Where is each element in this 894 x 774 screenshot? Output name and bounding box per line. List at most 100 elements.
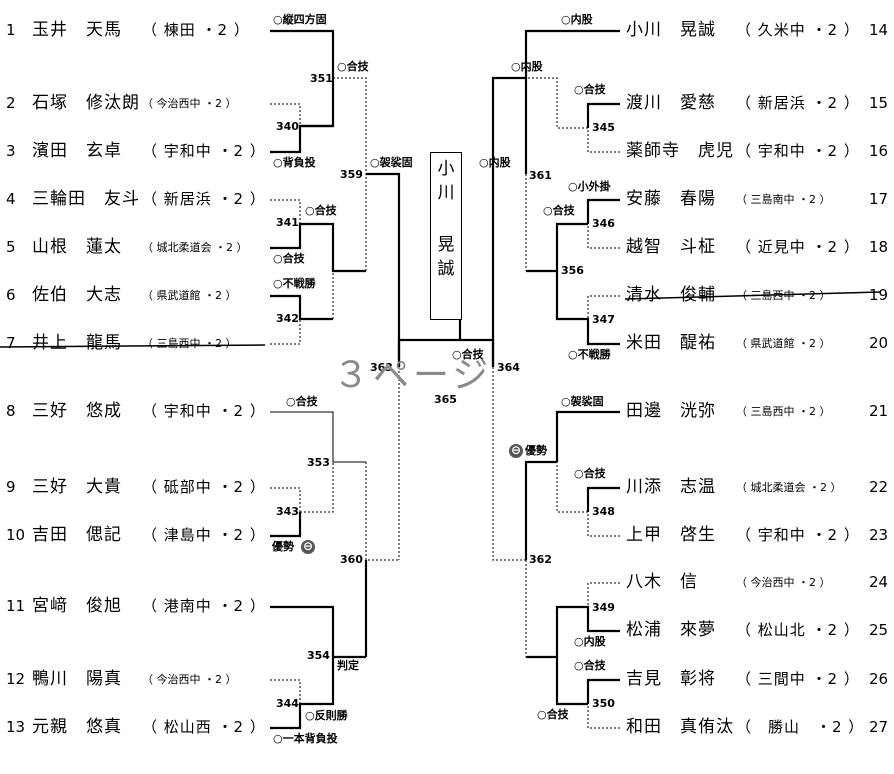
match-number: 340	[276, 120, 299, 133]
player-name: 安藤 春陽	[626, 189, 716, 209]
player-seed-number: 19	[869, 286, 889, 304]
player-school: （ 宇和中 ・2 ）	[142, 402, 266, 420]
match-number: 342	[276, 312, 299, 325]
player-name: 三輪田 友斗	[32, 189, 140, 209]
player-seed-number: 6	[6, 286, 16, 304]
player-school: （ 港南中 ・2 ）	[142, 597, 266, 615]
match-result: ○内股	[561, 13, 593, 26]
player-seed-number: 21	[869, 402, 889, 420]
match-number: 341	[276, 216, 299, 229]
player-seed-number: 2	[6, 94, 16, 112]
player-school: （ 松山西 ・2 ）	[142, 718, 266, 736]
player-name: 宮﨑 俊旭	[32, 596, 122, 616]
match-result: ○合技	[574, 467, 606, 480]
match-number: 345	[592, 121, 615, 134]
player-seed-number: 17	[869, 190, 889, 208]
player-seed-number: 7	[6, 334, 16, 352]
champion-name-char: 晃	[437, 235, 455, 255]
match-number: 343	[276, 505, 299, 518]
match-result: ○合技	[574, 659, 606, 672]
player-school: （ 今治西中 ・2 ）	[142, 97, 237, 110]
player-seed-number: 22	[869, 478, 889, 496]
player-seed-number: 23	[869, 526, 889, 544]
champion-box: 小 川 晃 誠	[430, 152, 462, 320]
player-school: （ 松山北 ・2 ）	[736, 621, 860, 639]
match-result: ○袈裟固	[370, 156, 413, 169]
player-seed-number: 13	[6, 718, 26, 736]
player-seed-number: 1	[6, 21, 16, 39]
player-seed-number: 9	[6, 478, 16, 496]
player-seed-number: 26	[869, 670, 889, 688]
player-name: 石塚 修汰朗	[32, 93, 140, 113]
player-seed-number: 25	[869, 621, 889, 639]
player-name: 小川 晃誠	[626, 20, 716, 40]
player-name: 清水 俊輔	[626, 285, 716, 305]
match-number: 350	[592, 697, 615, 710]
champion-name-char: 小	[437, 159, 455, 179]
match-number: 348	[592, 505, 615, 518]
player-school: （ 県武道館 ・2 ）	[142, 289, 237, 302]
player-school: （ 津島中 ・2 ）	[142, 526, 266, 544]
match-result: ○合技	[574, 83, 606, 96]
match-number: 346	[592, 217, 615, 230]
player-name: 吉見 彰将	[626, 669, 716, 689]
match-result: ○内股	[479, 156, 511, 169]
player-name: 元親 悠真	[32, 717, 122, 737]
player-name: 山根 蓮太	[32, 237, 122, 257]
player-name: 上甲 啓生	[626, 525, 716, 545]
match-result: ○合技	[452, 348, 484, 361]
player-name: 田邊 洸弥	[626, 401, 716, 421]
player-school: （ 棟田 ・2 ）	[142, 21, 250, 39]
player-name: 渡川 愛慈	[626, 93, 716, 113]
player-name: 三好 大貴	[32, 477, 122, 497]
player-name: 米田 醍祐	[626, 333, 716, 353]
player-seed-number: 11	[6, 597, 26, 615]
player-name: 薬師寺 虎児	[626, 141, 734, 161]
player-school: （ 砥部中 ・2 ）	[142, 478, 266, 496]
player-name: 松浦 來夢	[626, 620, 716, 640]
player-school: （ 新居浜 ・2 ）	[142, 190, 266, 208]
player-name: 佐伯 大志	[32, 285, 122, 305]
match-result: ○合技	[537, 708, 569, 721]
player-name: 濱田 玄卓	[32, 141, 122, 161]
player-seed-number: 14	[869, 21, 889, 39]
player-seed-number: 10	[6, 526, 26, 544]
match-result: ○背負投	[273, 156, 316, 169]
match-number: 360	[340, 553, 363, 566]
player-seed-number: 24	[869, 573, 889, 591]
champion-name-char: 川	[437, 183, 455, 203]
player-seed-number: 27	[869, 718, 889, 736]
match-number: 363	[370, 361, 393, 374]
champion-name-char: 誠	[437, 259, 455, 279]
player-name: 玉井 天馬	[32, 20, 122, 40]
player-name: 吉田 偲記	[32, 525, 122, 545]
player-seed-number: 18	[869, 238, 889, 256]
match-result: ○不戦勝	[568, 348, 611, 361]
match-result: ○袈裟固	[561, 395, 604, 408]
player-school: （ 近見中 ・2 ）	[736, 238, 860, 256]
match-number: 354	[307, 649, 330, 662]
player-school: （ 宇和中 ・2 ）	[142, 142, 266, 160]
match-number: 349	[592, 601, 615, 614]
match-result: ○内股	[574, 635, 606, 648]
page-label: ３ページ	[333, 355, 493, 396]
player-school: （ 今治西中 ・2 ）	[736, 576, 831, 589]
match-result: 判定	[337, 659, 359, 672]
match-number: 365	[434, 393, 457, 406]
player-seed-number: 8	[6, 402, 16, 420]
player-school: （ 宇和中 ・2 ）	[736, 526, 860, 544]
match-result: 優勢	[525, 444, 547, 457]
player-school: （ 城北柔道会 ・2 ）	[736, 481, 842, 494]
player-school: （ 県武道館 ・2 ）	[736, 337, 831, 350]
match-number: 362	[529, 553, 552, 566]
player-seed-number: 12	[6, 670, 26, 688]
match-result: ○反則勝	[305, 709, 348, 722]
match-number: 356	[561, 264, 584, 277]
match-number: 351	[310, 72, 333, 85]
player-seed-number: 3	[6, 142, 16, 160]
player-seed-number: 20	[869, 334, 889, 352]
match-result: ○合技	[543, 204, 575, 217]
player-school: （ 三島西中 ・2 ）	[142, 337, 237, 350]
player-school: （ 三島南中 ・2 ）	[736, 193, 831, 206]
player-school: （ 新居浜 ・2 ）	[736, 94, 860, 112]
